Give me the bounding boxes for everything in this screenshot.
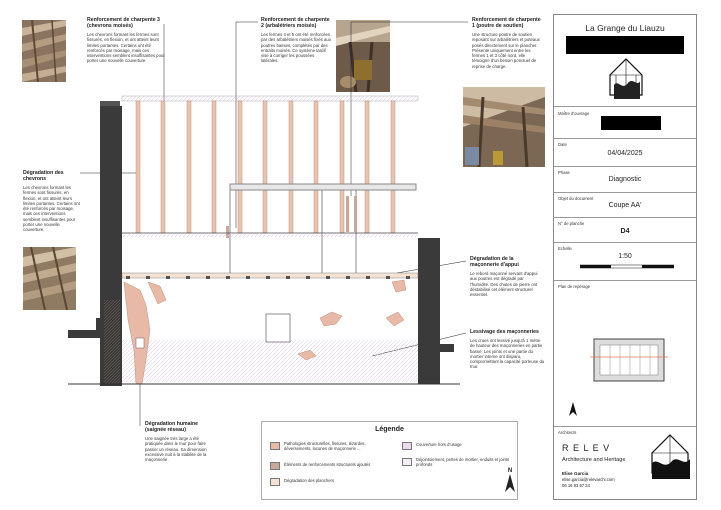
contact-name: Elise Garcia — [562, 471, 589, 476]
annotation-renforcement-3: Renforcement de charpente 3 (chevrons mo… — [87, 17, 167, 64]
annotation-renforcement-2: Renforcement de charpente 2 (arbalétrier… — [261, 17, 331, 64]
annotation-lessivage: Lessivage des maçonneries Les crues ont … — [470, 329, 546, 370]
north-arrow: N — [502, 468, 518, 494]
north-arrow-icon — [505, 474, 515, 492]
architects-label: Architects — [558, 430, 577, 435]
annotation-title: Lessivage des maçonneries — [470, 329, 539, 335]
maitre-label: Maître d'ouvrage — [558, 111, 590, 116]
date-label: Date — [558, 142, 567, 147]
annotation-degradation-maconnerie: Dégradation de la maçonnerie d'appui Le … — [470, 256, 544, 297]
scale-bar — [580, 264, 674, 269]
echelle-label: Echelle — [558, 246, 572, 251]
planche-value: D4 — [620, 228, 630, 235]
location-plan — [590, 338, 668, 382]
annotation-degradation-humaine: Dégradation humaine (saignée réseau) Une… — [145, 421, 215, 462]
legend-title: Légende — [375, 426, 404, 433]
echelle-value: 1:50 — [618, 253, 632, 260]
legend-swatch-mortar — [402, 458, 412, 466]
redacted-owner — [601, 116, 661, 130]
divider — [554, 426, 696, 427]
legend-label-floors: Dégradation des planchers — [284, 478, 335, 483]
title-block: La Grange du Liauzu Maître d'ouvrage Dat… — [553, 14, 697, 500]
divider — [554, 280, 696, 281]
photo-degradation-chevrons — [23, 247, 76, 310]
annotation-title: Renforcement de charpente 1 (poutre de s… — [472, 17, 541, 29]
divider — [554, 242, 696, 243]
objet-value: Coupe AA' — [608, 202, 642, 209]
divider — [554, 138, 696, 139]
objet-label: Objet du document — [558, 196, 594, 201]
north-arrow-small-icon — [569, 402, 577, 416]
divider — [554, 166, 696, 167]
project-title: La Grange du Liauzu — [585, 23, 665, 33]
legend-swatch-reinforcement — [270, 462, 280, 470]
annotation-body: Les chevrons formant les fermes sont fis… — [23, 185, 80, 233]
annotation-title: Dégradation des chevrons — [23, 170, 64, 182]
north-label: N — [507, 468, 513, 474]
firm-name: R E L E V — [562, 443, 611, 453]
annotation-degradation-chevrons: Dégradation des chevrons Les chevrons fo… — [23, 170, 81, 233]
annotation-body: Le rebord maçonné servant d'appui aux po… — [470, 271, 538, 298]
legend-label-mortar: Déjointoiement, pertes de mortier, endui… — [416, 457, 510, 468]
photo-poutre-soutien — [463, 87, 545, 167]
annotation-body: Les chevrons formant les fermes sont fis… — [87, 32, 165, 64]
annotation-title: Dégradation humaine (saignée réseau) — [145, 421, 199, 433]
divider — [554, 106, 696, 107]
contact-email: elise.garcia@relevarchi.com — [562, 477, 615, 482]
annotation-body: Une saignée très large a été pratiquée d… — [145, 436, 207, 463]
firm-subtitle: Architecture and Heritage — [562, 457, 626, 463]
phase-label: Phase — [558, 170, 570, 175]
annotation-renforcement-1: Renforcement de charpente 1 (poutre de s… — [472, 17, 544, 69]
planche-label: N° de planche — [558, 221, 585, 226]
divider — [554, 192, 696, 193]
legend-label-reinforcement: Éléments de renforcements structurels aj… — [284, 462, 371, 467]
legend-swatch-floors — [270, 478, 280, 486]
photo-chevrons-moises — [22, 20, 66, 82]
divider — [554, 217, 696, 218]
date-value: 04/04/2025 — [607, 150, 643, 157]
barn-logo-icon — [609, 58, 643, 99]
firm-logo-icon — [651, 434, 690, 479]
annotation-body: Une structure poutre de soutien reposant… — [472, 32, 540, 69]
redacted-block — [566, 36, 684, 54]
plan-label: Plan de repérage — [558, 284, 591, 289]
contact-phone: 06 16 83 67 24 — [562, 483, 590, 488]
legend-box: Légende Pathologies structurelles, fissu… — [261, 421, 518, 500]
legend-swatch-pathology — [270, 442, 280, 450]
legend-label-pathology: Pathologies structurelles, fissures, léz… — [284, 441, 366, 452]
legend-label-roofing: Couverture hors d'usage — [416, 442, 462, 447]
annotation-title: Renforcement de charpente 2 (arbalétrier… — [261, 17, 330, 29]
annotation-title: Dégradation de la maçonnerie d'appui — [470, 256, 519, 268]
annotation-body: Les crues ont lessivé jusqu'à 1 mètre de… — [470, 338, 545, 370]
photo-arbaletriers-moises — [336, 20, 390, 92]
annotation-body: Les fermes 4 et 5 ont été renforcées par… — [261, 32, 331, 64]
annotation-title: Renforcement de charpente 3 (chevrons mo… — [87, 17, 160, 29]
legend-swatch-roofing — [402, 442, 412, 450]
phase-value: Diagnostic — [608, 176, 642, 183]
